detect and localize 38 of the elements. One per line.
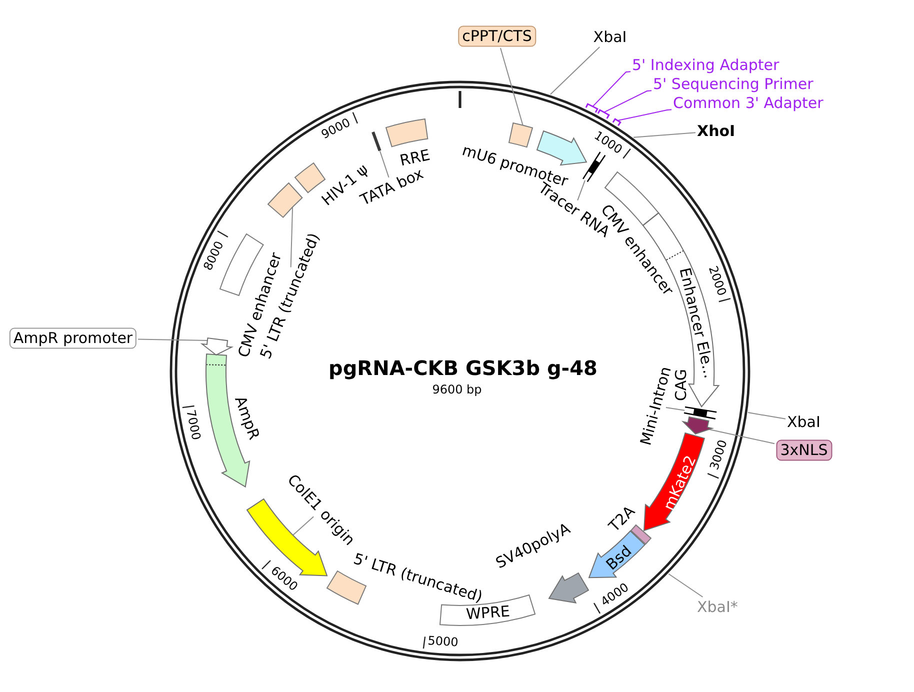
tick-label: 8000	[201, 239, 226, 272]
tick-label: 2000	[705, 264, 728, 298]
leader-line	[290, 207, 294, 268]
site-label: XbaI	[593, 28, 627, 46]
leader-line	[577, 180, 586, 201]
feature-label: Bsd	[603, 542, 635, 574]
leader-line	[603, 90, 652, 113]
primer-label: 5' Sequencing Primer	[653, 76, 814, 92]
leader-line	[748, 412, 786, 420]
leader-line	[379, 150, 390, 178]
primer-label: 5' Indexing Adapter	[632, 56, 780, 74]
leader-line	[500, 48, 524, 126]
leader-line	[292, 516, 314, 536]
site-label: XhoI	[697, 122, 736, 140]
tick-label: 5000	[427, 634, 459, 650]
feature-label: WPRE	[466, 603, 510, 623]
leader-line	[617, 109, 672, 122]
feature-label: T2A	[606, 502, 638, 536]
site-label: XbaI*	[697, 598, 738, 616]
leader-line	[665, 407, 686, 411]
feature-label: AmpR	[232, 394, 262, 442]
feature-tag: cPPT/CTS	[458, 26, 536, 46]
leader-line	[668, 573, 704, 598]
leader-line	[550, 46, 600, 95]
feature-label: CAG	[672, 368, 690, 402]
site-label: XbaI	[787, 414, 820, 430]
tick-label: 7000	[184, 408, 203, 441]
tick-label: 3000	[708, 438, 730, 472]
feature-tag: AmpR promoter	[9, 328, 137, 348]
feature-label: RRE	[398, 146, 432, 170]
primer-label: Common 3' Adapter	[673, 94, 824, 112]
plasmid-size: 9600 bp	[432, 383, 482, 397]
plasmid-name: pgRNA-CKB GSK3b g-48	[328, 357, 598, 379]
tick-label: 9000	[320, 116, 353, 142]
leader-line	[633, 132, 696, 138]
leader-line	[138, 338, 208, 341]
feature-tag: 3xNLS	[776, 440, 832, 460]
leader-line	[592, 71, 631, 107]
